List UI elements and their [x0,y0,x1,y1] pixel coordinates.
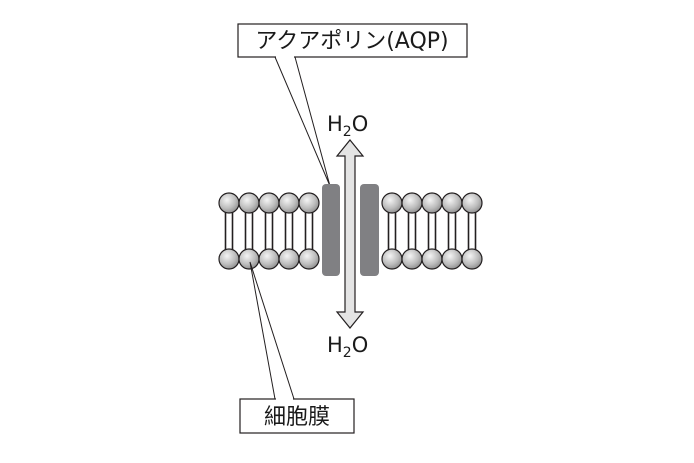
water-label-bottom: H2O [327,333,368,361]
phospholipid [421,192,443,270]
lipid-bilayer-left [218,192,320,270]
lipid-head [258,192,280,214]
phospholipid [401,192,423,270]
aquaporin-callout: アクアポリン(AQP) [237,23,468,187]
lipid-head [381,248,403,270]
lipid-head [258,248,280,270]
lipid-head [421,248,443,270]
lipid-head [401,248,423,270]
phospholipid [258,192,280,270]
phospholipid [298,192,320,270]
lipid-head [218,248,240,270]
phospholipid [238,192,260,270]
lipid-head [278,192,300,214]
aquaporin-protein-right [360,184,379,276]
lipid-head [461,248,483,270]
lipid-bilayer-right [381,192,483,270]
membrane-callout: 細胞膜 [239,261,355,434]
lipid-head [401,192,423,214]
aquaporin-pointer-line [274,56,331,187]
phospholipid [218,192,240,270]
lipid-head [238,248,260,270]
lipid-head [238,192,260,214]
lipid-head [461,192,483,214]
aquaporin-protein-left [322,184,340,276]
lipid-head [381,192,403,214]
water-flow-double-arrow [335,139,365,329]
membrane-label-box [239,398,355,434]
aquaporin-label: アクアポリン(AQP) [255,29,448,54]
lipid-head [441,248,463,270]
aquaporin-label-box [237,23,468,58]
lipid-head [218,192,240,214]
phospholipid [278,192,300,270]
membrane-label: 細胞膜 [264,405,330,430]
lipid-head [298,248,320,270]
water-label-top: H2O [327,112,368,140]
phospholipid [441,192,463,270]
lipid-head [278,248,300,270]
lipid-head [298,192,320,214]
phospholipid [461,192,483,270]
lipid-head [421,192,443,214]
phospholipid [381,192,403,270]
lipid-head [441,192,463,214]
membrane-pointer-line [249,261,295,400]
